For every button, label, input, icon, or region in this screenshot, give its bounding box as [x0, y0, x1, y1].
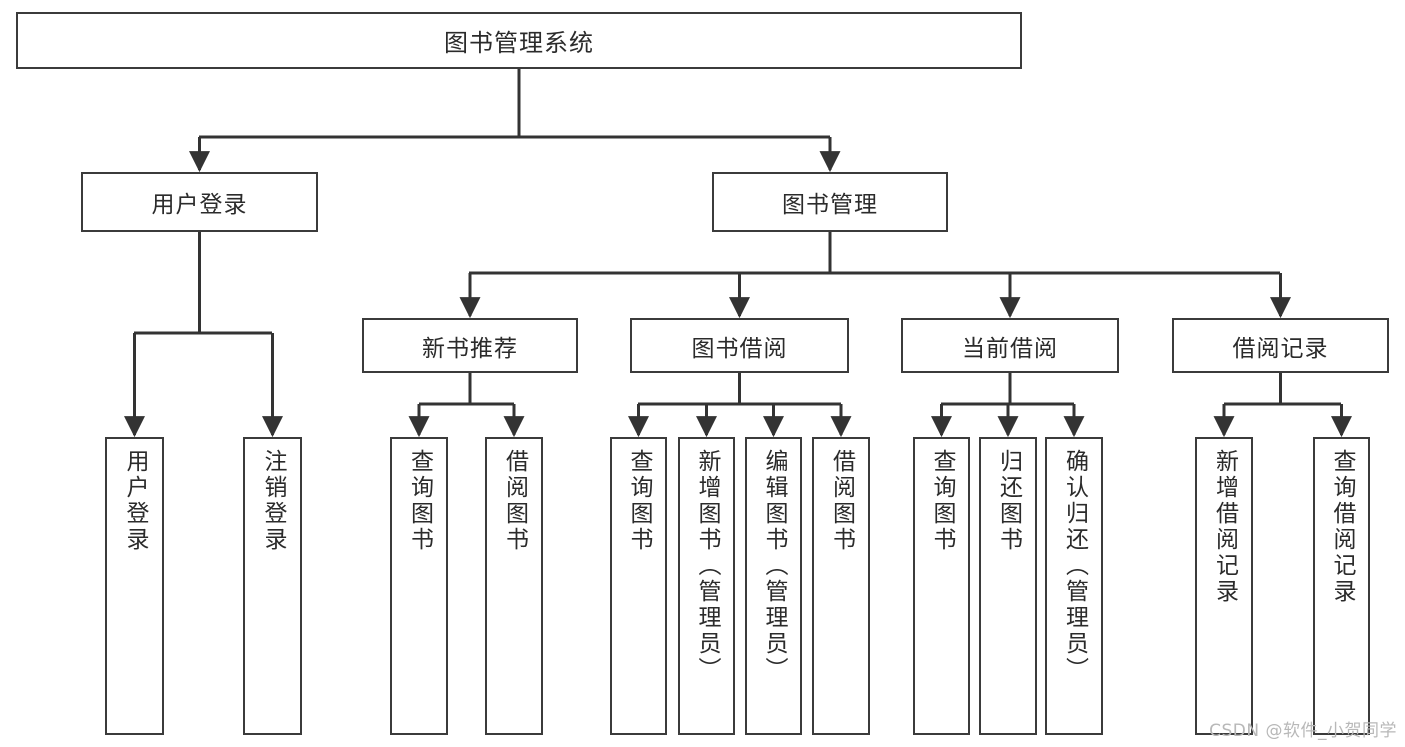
leaf-new-borrow-book[interactable]: 借阅图书 [485, 437, 543, 735]
leaf-current-query-book[interactable]: 查询图书 [913, 437, 970, 735]
node-label: 查询借阅记录 [1329, 449, 1355, 605]
watermark-text: CSDN @软件_小贺同学 [1209, 721, 1397, 741]
node-label: 借阅记录 [1232, 335, 1329, 362]
leaf-current-return-book[interactable]: 归还图书 [979, 437, 1037, 735]
node-book-borrowing[interactable]: 图书借阅 [630, 318, 849, 373]
leaf-new-query-book[interactable]: 查询图书 [390, 437, 448, 735]
leaf-record-query-record[interactable]: 查询借阅记录 [1313, 437, 1370, 735]
node-label: 查询图书 [406, 449, 433, 553]
node-label: 归还图书 [995, 449, 1022, 553]
node-label: 注销登录 [260, 449, 286, 553]
node-label: 确认归还（管理员） [1061, 449, 1088, 683]
node-label: 查询图书 [929, 449, 955, 553]
node-label: 新增图书（管理员） [694, 449, 720, 683]
leaf-current-confirm-return-admin[interactable]: 确认归还（管理员） [1045, 437, 1103, 735]
node-borrow-records[interactable]: 借阅记录 [1172, 318, 1389, 373]
node-label: 图书管理系统 [444, 29, 594, 57]
leaf-borrow-borrow-book[interactable]: 借阅图书 [812, 437, 870, 735]
node-label: 编辑图书（管理员） [761, 449, 787, 683]
node-user-login[interactable]: 用户登录 [81, 172, 318, 232]
leaf-record-add-record[interactable]: 新增借阅记录 [1195, 437, 1253, 735]
node-book-management[interactable]: 图书管理 [712, 172, 948, 232]
node-root-system[interactable]: 图书管理系统 [16, 12, 1022, 69]
leaf-borrow-add-book-admin[interactable]: 新增图书（管理员） [678, 437, 735, 735]
node-label: 借阅图书 [501, 449, 528, 553]
node-label: 借阅图书 [828, 449, 855, 553]
node-label: 用户登录 [151, 192, 248, 218]
node-label: 当前借阅 [962, 335, 1058, 362]
node-label: 查询图书 [626, 449, 652, 553]
leaf-user-login[interactable]: 用户登录 [105, 437, 164, 735]
node-label: 图书管理 [782, 192, 878, 218]
node-label: 用户登录 [122, 449, 148, 553]
leaf-borrow-query-book[interactable]: 查询图书 [610, 437, 667, 735]
leaf-borrow-edit-book-admin[interactable]: 编辑图书（管理员） [745, 437, 802, 735]
node-current-borrowing[interactable]: 当前借阅 [901, 318, 1119, 373]
node-label: 图书借阅 [691, 335, 788, 362]
node-label: 新书推荐 [422, 335, 518, 362]
node-new-book-recommendation[interactable]: 新书推荐 [362, 318, 578, 373]
leaf-user-logout[interactable]: 注销登录 [243, 437, 302, 735]
node-label: 新增借阅记录 [1211, 449, 1238, 605]
